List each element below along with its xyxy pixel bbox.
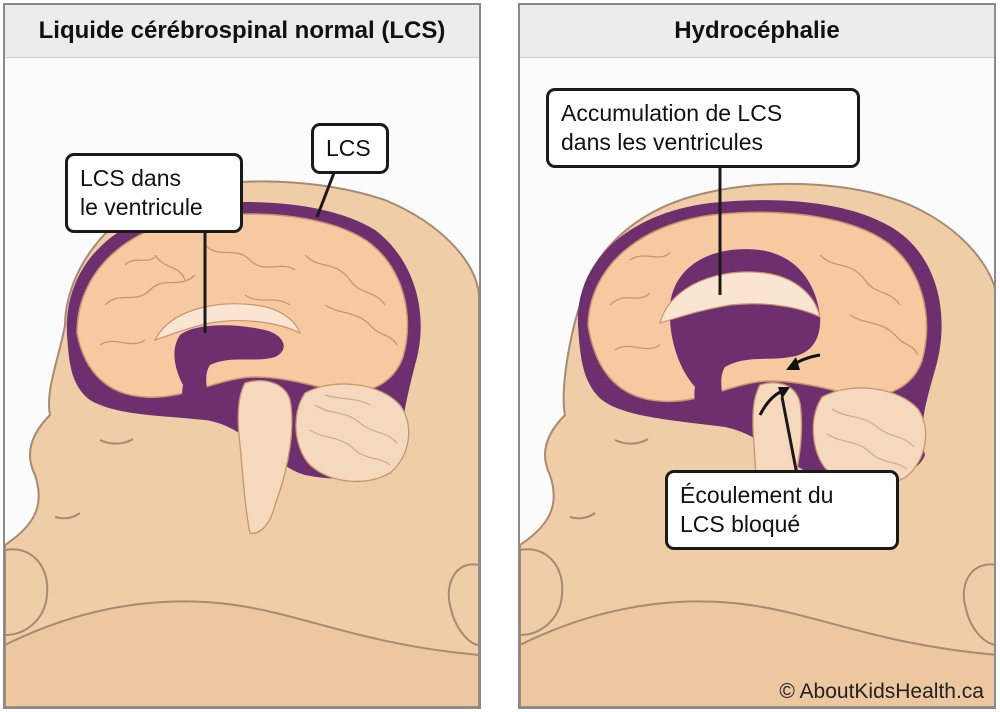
eye [614, 438, 649, 445]
fist-right [447, 563, 479, 647]
fist-left [520, 548, 564, 637]
hydro-callout-pointers [718, 167, 800, 481]
callout-blocked-csf-flow-line1: Écoulement du [680, 482, 834, 508]
callout-csf-accumulation: Accumulation de LCS dans les ventricules [546, 88, 860, 168]
callout-csf-accumulation-line1: Accumulation de LCS [561, 100, 783, 126]
callout-blocked-csf-flow: Écoulement du LCS bloqué [665, 470, 899, 550]
csf-ventricle-normal [174, 325, 284, 412]
shoulder [520, 600, 994, 707]
callout-csf: LCS [311, 123, 389, 174]
normal-callout-pointers [203, 164, 339, 333]
cerebellum-folds [826, 408, 915, 470]
eye [99, 438, 134, 445]
brain-folds [99, 244, 398, 346]
callout-csf-in-ventricle-line2: le ventricule [80, 194, 203, 220]
panel-title-hydrocephalus: Hydrocéphalie [520, 5, 994, 58]
panel-title-normal: Liquide cérébrospinal normal (LCS) [5, 5, 479, 58]
pointer-blocked [780, 396, 800, 481]
corpus-callosum [659, 271, 821, 324]
fist-right [962, 563, 994, 646]
mouth [569, 512, 596, 520]
callout-csf-in-ventricle-line1: LCS dans [80, 165, 182, 191]
mouth [54, 512, 81, 520]
shoulder [5, 600, 479, 707]
callout-csf-in-ventricle: LCS dans le ventricule [65, 153, 243, 233]
callout-csf-label: LCS [326, 135, 371, 161]
callout-blocked-csf-flow-line2: LCS bloqué [680, 511, 801, 537]
brain-folds [609, 252, 919, 356]
copyright-notice: © AboutKidsHealth.ca [779, 680, 984, 703]
fist-left [5, 548, 49, 637]
panel-hydrocephalus: Hydrocéphalie [518, 3, 996, 709]
panel-normal-csf: Liquide cérébrospinal normal (LCS) [3, 3, 481, 709]
arrow-head-lower [778, 387, 790, 399]
hydrocephalus-head-illustration [520, 182, 994, 707]
cerebellum [812, 387, 927, 487]
normal-head-illustration [5, 180, 479, 707]
cerebellum-folds [309, 394, 398, 466]
brainstem [237, 380, 293, 534]
arrow-head-upper [786, 357, 800, 370]
cerebellum [295, 383, 410, 483]
callout-csf-accumulation-line2: dans les ventricules [561, 129, 763, 155]
